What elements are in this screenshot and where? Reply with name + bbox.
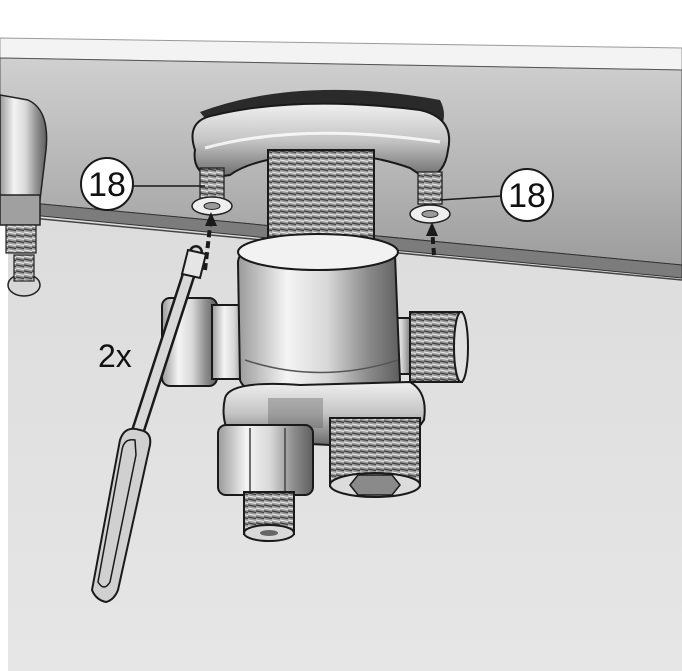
threaded-pipe xyxy=(267,149,375,246)
direction-arrow xyxy=(426,222,438,256)
callout-right: 18 xyxy=(500,168,554,222)
adjacent-fitting xyxy=(0,94,48,297)
flange-plate xyxy=(191,89,451,180)
direction-arrow xyxy=(203,212,217,271)
quantity-label: 2x xyxy=(98,338,132,374)
threaded-pipe xyxy=(384,311,469,383)
callout-right-label: 18 xyxy=(508,177,546,215)
screw-icon xyxy=(409,171,451,224)
hex-nut xyxy=(217,424,314,542)
screwdriver-icon xyxy=(90,245,208,604)
valve-body xyxy=(236,233,402,402)
callout-leader-right xyxy=(439,195,503,201)
callout-left: 18 xyxy=(80,157,134,211)
screw-icon xyxy=(191,167,233,216)
threaded-pipe xyxy=(329,417,421,498)
callout-left-label: 18 xyxy=(88,166,126,204)
